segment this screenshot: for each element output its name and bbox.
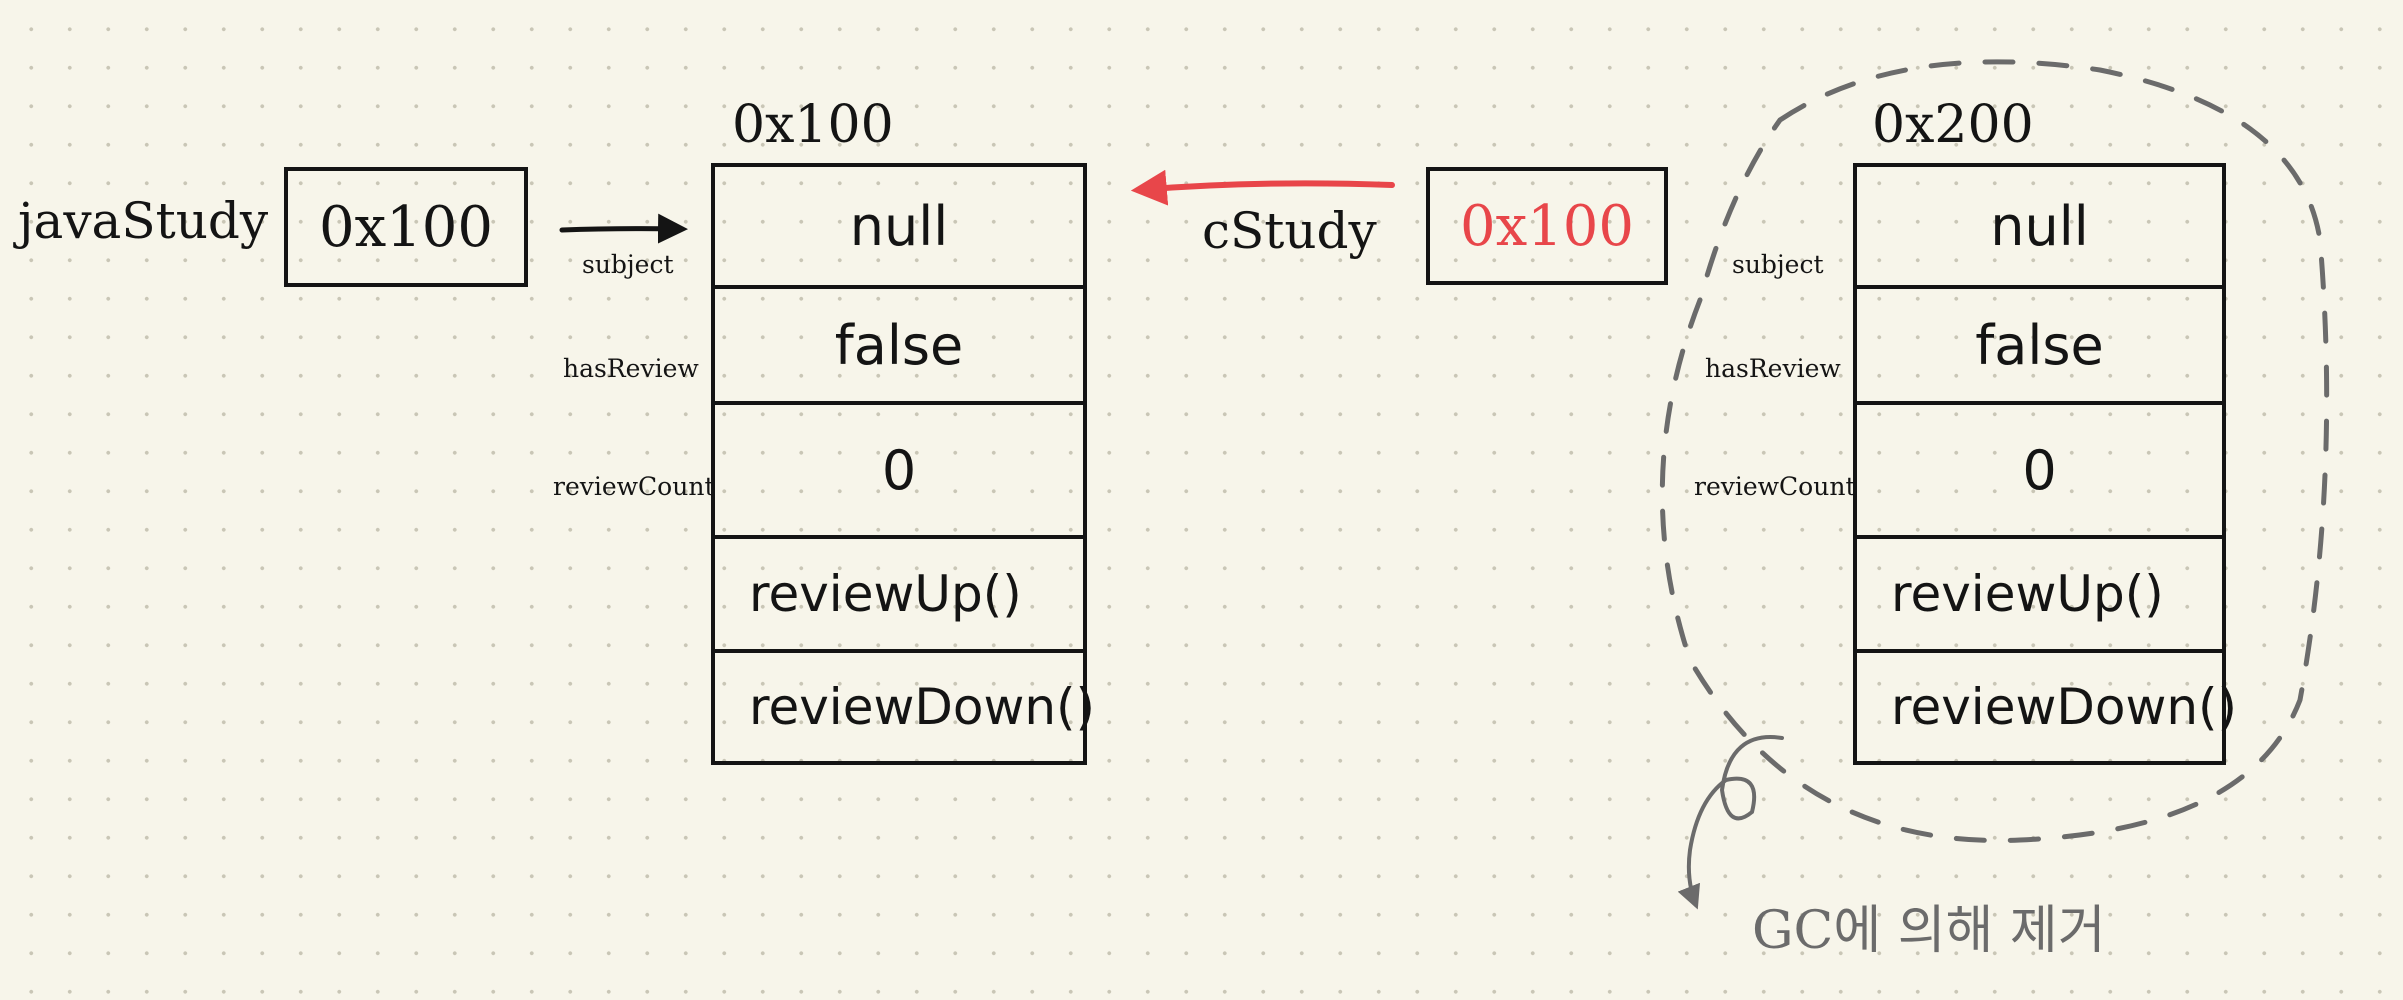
- var-name-java-study: javaStudy: [18, 192, 269, 250]
- object-field-has-review: false: [715, 289, 1083, 405]
- object-address-0x200: 0x200: [1872, 95, 2034, 155]
- object-method-review-down: reviewDown(): [749, 678, 1096, 736]
- ref-box-java-study: 0x100: [284, 167, 528, 287]
- var-name-c-study: cStudy: [1202, 202, 1377, 260]
- object-method-review-down-2: reviewDown(): [1891, 678, 2238, 736]
- object-box-0x200: null false 0 reviewUp() reviewDown(): [1853, 163, 2238, 765]
- field-label-subject: subject: [582, 250, 674, 279]
- gc-arrow: [1677, 735, 1784, 910]
- field-label-review-count: reviewCount: [553, 472, 715, 501]
- ref-value-java-study: 0x100: [318, 194, 494, 260]
- ref-arrow-java-study: [559, 213, 688, 244]
- object-method-review-up-2: reviewUp(): [1857, 539, 2222, 653]
- field-label-has-review: hasReview: [563, 354, 699, 383]
- object-method-review-up: reviewUp(): [715, 539, 1083, 653]
- object-address-0x100: 0x100: [732, 95, 894, 155]
- object-field-review-count-2: 0: [1857, 405, 2222, 539]
- ref-box-c-study: 0x100: [1426, 167, 1668, 285]
- field-label-has-review-2: hasReview: [1705, 354, 1841, 383]
- field-label-review-count-2: reviewCount: [1694, 472, 1856, 501]
- field-label-subject-2: subject: [1732, 250, 1824, 279]
- ref-value-c-study: 0x100: [1459, 193, 1635, 259]
- object-field-has-review-2: false: [1857, 289, 2222, 405]
- object-box-0x100: null false 0 reviewUp() reviewDown(): [711, 163, 1096, 765]
- object-field-review-count: 0: [715, 405, 1083, 539]
- gc-note: GC에 의해 제거: [1752, 901, 2106, 961]
- object-field-subject: null: [715, 167, 1083, 289]
- object-field-subject-2: null: [1857, 167, 2222, 289]
- ref-arrow-c-study: [1130, 169, 1395, 206]
